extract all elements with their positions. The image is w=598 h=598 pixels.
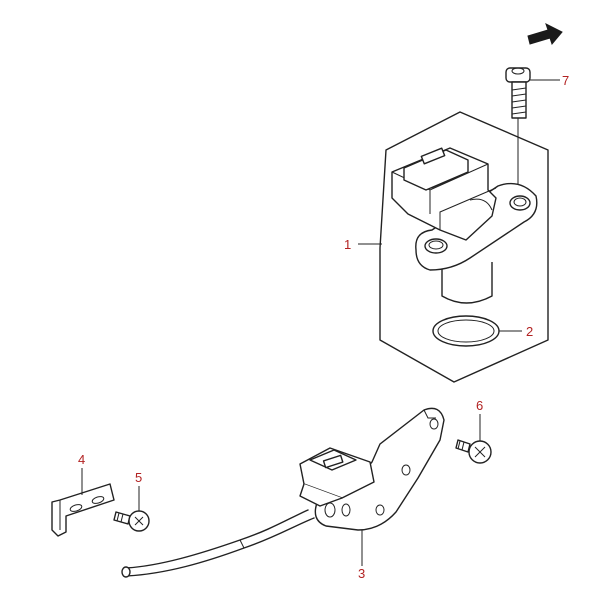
callout-4: 4 — [78, 452, 85, 467]
sensor-part-1 — [391, 147, 538, 304]
callout-1: 1 — [344, 237, 351, 252]
callout-3: 3 — [358, 566, 365, 581]
front-direction-arrow-icon — [527, 23, 563, 46]
callout-7: 7 — [562, 73, 569, 88]
assembly-group-outline — [379, 111, 549, 383]
callout-6: 6 — [476, 398, 483, 413]
clamp-part-4 — [51, 483, 115, 537]
screw-part-5 — [113, 510, 150, 532]
bolt-part-7 — [505, 67, 531, 119]
bracket-harness-part-3 — [121, 407, 445, 578]
o-ring-part-2 — [432, 315, 500, 347]
callout-2: 2 — [526, 324, 533, 339]
callout-5: 5 — [135, 470, 142, 485]
screw-part-6 — [455, 439, 492, 464]
